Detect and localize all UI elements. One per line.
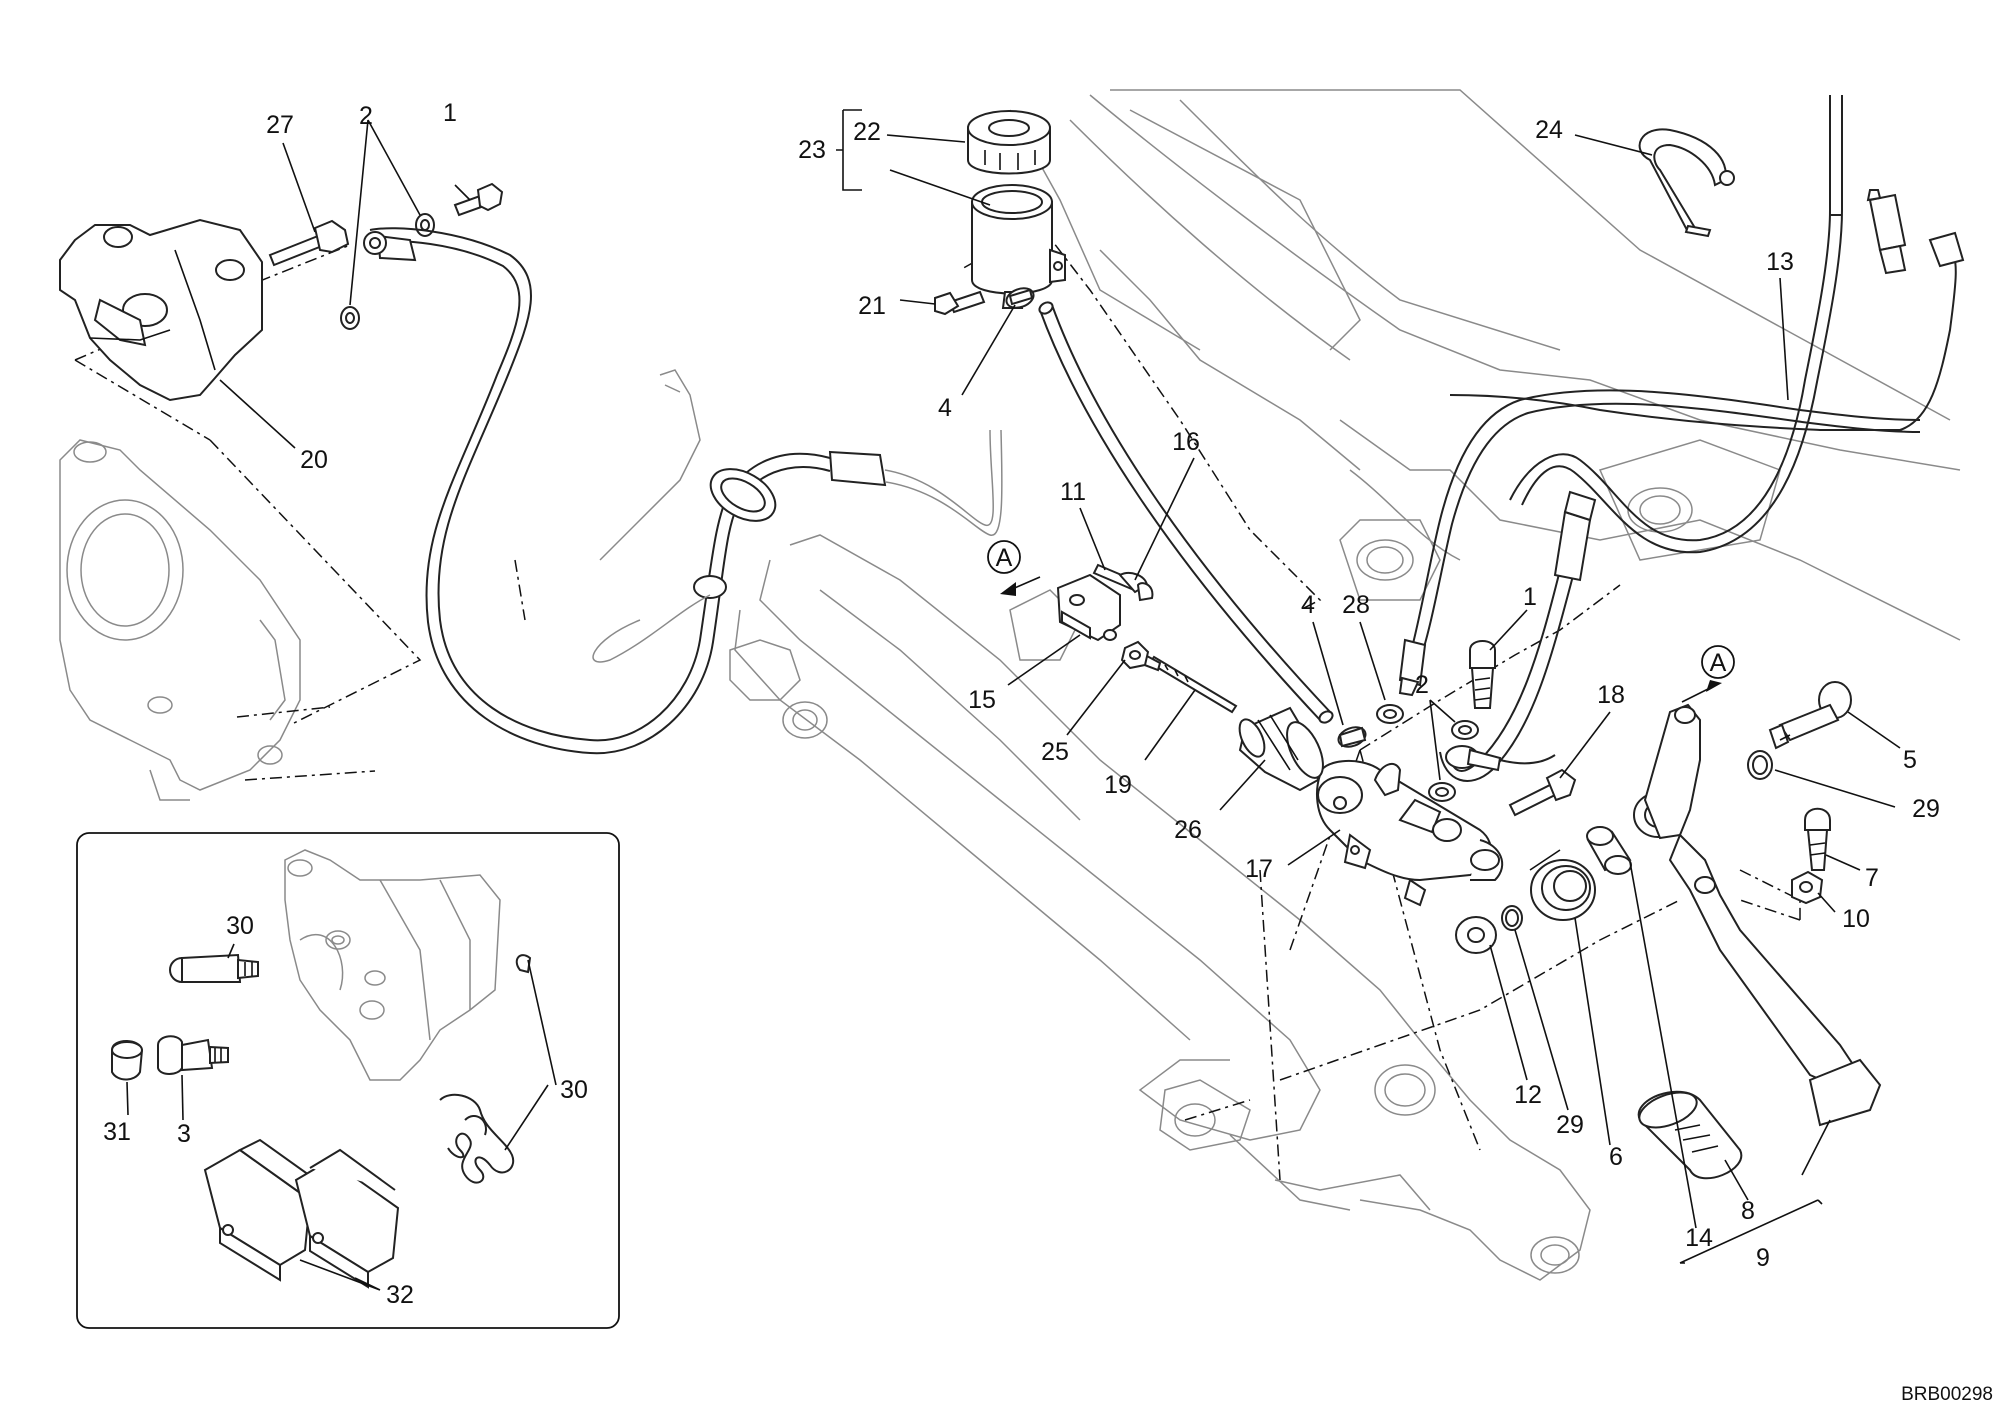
- washer-12: [1455, 916, 1497, 954]
- callout-25-nut: 25: [1041, 738, 1069, 766]
- callout-29-lower-oring: 29: [1556, 1111, 1584, 1139]
- rear-brake-caliper: [59, 218, 263, 402]
- pin-clip-30: [515, 954, 532, 974]
- master-cylinder-17: [1316, 759, 1504, 907]
- pushrod-19: [1140, 653, 1238, 714]
- copper-washer-2-right: [415, 213, 435, 237]
- reference-marker-a-left: A: [987, 540, 1041, 596]
- bolt-21: [934, 290, 986, 316]
- brake-switch-cable-13: [1449, 95, 1965, 554]
- caliper-side-hose-branch: [1439, 490, 1597, 782]
- callout-6-return-spring: 6: [1609, 1143, 1623, 1171]
- callout-1-master-bolt: 1: [1523, 583, 1537, 611]
- pivot-bolt-5: [1768, 681, 1852, 750]
- reservoir-mount-boss: [1339, 519, 1441, 601]
- callout-labels: 1 2 27 20 23 22 21 4 24 13 16 11 15 25 1…: [103, 99, 1940, 1309]
- copper-washer-2-master-lower: [1428, 782, 1456, 802]
- callout-2-master-washers: 2: [1415, 671, 1429, 699]
- anti-rattle-spring-30: [439, 1093, 515, 1184]
- callout-21-reservoir-bolt: 21: [858, 292, 886, 320]
- callout-16-reservoir-hose: 16: [1172, 428, 1200, 456]
- pedal-footpeg-8: [1637, 1090, 1743, 1180]
- callout-2-caliper-washers: 2: [359, 102, 373, 130]
- callout-14-bushing: 14: [1685, 1224, 1713, 1252]
- callout-4-upper-clamp: 4: [938, 394, 952, 422]
- bolt-18: [1508, 768, 1577, 817]
- hose-clamp-4-upper: [1005, 287, 1035, 309]
- nut-10: [1791, 870, 1824, 905]
- brake-pads-32: [203, 1138, 400, 1289]
- dust-boot-26: [1238, 706, 1324, 792]
- banjo-bolt-1-caliper: [453, 182, 504, 217]
- callout-3-bleed-valve: 3: [177, 1120, 191, 1148]
- reservoir-body: [971, 184, 1066, 309]
- callout-29-upper-oring: 29: [1912, 795, 1940, 823]
- caliper-brake-hose: [363, 227, 1003, 755]
- callout-23-reservoir-assembly: 23: [798, 136, 826, 164]
- callout-4-lower-clamp: 4: [1301, 591, 1315, 619]
- callout-15-clevis: 15: [968, 686, 996, 714]
- bolt-7: [1804, 807, 1831, 871]
- reservoir-hose-16: [1038, 301, 1334, 724]
- bleed-cap-31: [111, 1040, 144, 1081]
- callout-1-caliper-bolt: 1: [443, 99, 457, 127]
- inset-caliper: [284, 849, 501, 1081]
- hose-clip: [592, 369, 727, 663]
- callout-18-bolt: 18: [1597, 681, 1625, 709]
- callout-10-nut: 10: [1842, 905, 1870, 933]
- clevis-pin-11: [1092, 563, 1154, 602]
- reference-marker-a-right-text: A: [1710, 649, 1727, 677]
- callout-11-clevis-pin: 11: [1060, 478, 1086, 506]
- callout-20-caliper: 20: [300, 446, 328, 474]
- pad-pin-30: [169, 953, 259, 983]
- return-spring-6: [1529, 849, 1596, 921]
- drawing-code: BRB00298: [1901, 1384, 1993, 1405]
- reference-marker-a-left-text: A: [996, 544, 1013, 572]
- washer-28: [1376, 704, 1404, 724]
- frame-outline: [1009, 89, 1961, 641]
- banjo-fitting: [1445, 745, 1556, 772]
- callout-22-reservoir-cap: 22: [853, 118, 881, 146]
- callout-7-bolt: 7: [1865, 864, 1879, 892]
- master-cylinder-brake-hose: [1398, 389, 1921, 697]
- callout-32-brake-pads: 32: [386, 1281, 414, 1309]
- nut-25: [1120, 640, 1150, 670]
- hose-clip-24: [1638, 128, 1735, 238]
- oring-29-upper: [1747, 750, 1773, 780]
- callout-5-pivot-bolt: 5: [1903, 746, 1917, 774]
- banjo-bolt-1-master: [1469, 640, 1496, 709]
- bleed-valve-3: [157, 1035, 229, 1075]
- hose-clamp-4-lower: [1337, 726, 1367, 748]
- footrest-bracket-outline: [729, 534, 1591, 1281]
- callout-8-footpeg: 8: [1741, 1197, 1755, 1225]
- caliper-bracket-outline: [59, 439, 301, 801]
- reference-marker-a-right: A: [1681, 645, 1735, 703]
- callout-24-hose-clip: 24: [1535, 116, 1563, 144]
- callout-13-switch-cable: 13: [1766, 248, 1794, 276]
- callout-17-master-cylinder: 17: [1245, 855, 1273, 883]
- callout-30-pad-pin: 30: [226, 912, 254, 940]
- leader-lines: [126, 109, 1901, 1291]
- callout-12-washer: 12: [1514, 1081, 1542, 1109]
- copper-washer-2-left: [340, 306, 360, 330]
- callout-30-spring-clip: 30: [560, 1076, 588, 1104]
- callout-26-dust-boot: 26: [1174, 816, 1202, 844]
- clevis-15: [1056, 573, 1121, 642]
- callout-19-pushrod: 19: [1104, 771, 1132, 799]
- brake-pedal: [1633, 703, 1882, 1127]
- callout-9-pedal-assembly: 9: [1756, 1244, 1770, 1272]
- callout-31-bleed-cap: 31: [103, 1118, 131, 1146]
- copper-washer-2-master-upper: [1451, 720, 1479, 740]
- oring-29-lower: [1501, 905, 1523, 931]
- callout-28-washer: 28: [1342, 591, 1370, 619]
- bolt-27: [268, 219, 350, 267]
- bushing-14: [1586, 826, 1632, 875]
- hose-grommet: [709, 468, 777, 522]
- reservoir-cap-22: [967, 110, 1051, 175]
- callout-27-caliper-bolt: 27: [266, 111, 294, 139]
